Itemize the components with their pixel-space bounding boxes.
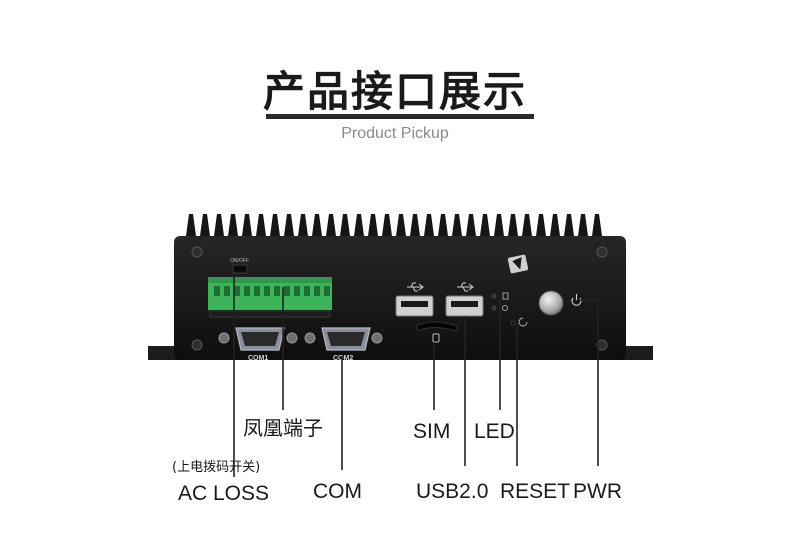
heatsink-fin	[214, 214, 224, 236]
heatsink-fin	[326, 214, 336, 236]
com2-db9-port[interactable]	[304, 327, 383, 351]
heatsink-fin	[480, 214, 490, 236]
callout-ac-loss: AC LOSS	[178, 482, 270, 505]
heatsink-fin	[284, 214, 294, 236]
heatsink-fin	[354, 214, 364, 236]
terminal-slot	[244, 286, 250, 296]
screw-bottom-left	[191, 339, 203, 351]
terminal-slot	[254, 286, 260, 296]
heatsink-fin	[592, 214, 602, 236]
heatsink-fin	[410, 214, 420, 236]
heatsink-fin	[270, 214, 280, 236]
heatsink-fins	[186, 214, 602, 236]
usb-port-1[interactable]	[395, 295, 434, 317]
led-indicators	[491, 292, 509, 311]
phoenix-terminal-block[interactable]	[208, 277, 332, 310]
heatsink-fin	[522, 214, 532, 236]
corner-screws	[191, 246, 608, 351]
screw-bottom-right	[596, 339, 608, 351]
com1-db9-port[interactable]	[218, 327, 298, 351]
heatsink-fin	[312, 214, 322, 236]
sim-card-slot[interactable]	[415, 321, 459, 332]
usb-port-2[interactable]	[445, 295, 484, 317]
title-underline	[266, 114, 534, 119]
page-subtitle: Product Pickup	[341, 125, 449, 142]
led-power-indicator	[491, 293, 497, 299]
callout-phoenix-terminal: 凤凰端子	[243, 416, 323, 440]
switch-label: ON/OFF	[230, 258, 249, 264]
callout-sim: SIM	[413, 420, 451, 443]
heatsink-fin	[508, 214, 518, 236]
terminal-slot	[224, 286, 230, 296]
heatsink-fin	[536, 214, 546, 236]
terminal-marking-strip	[209, 310, 331, 318]
callout-led: LED	[474, 420, 515, 443]
heatsink-fin	[368, 214, 378, 236]
leader-ac-loss	[233, 274, 238, 477]
callout-reset: RESET	[500, 480, 571, 503]
heatsink-fin	[186, 214, 196, 236]
power-on-dip-switch[interactable]	[232, 264, 248, 274]
reset-button[interactable]	[510, 320, 516, 326]
led-bulb-icon	[502, 305, 508, 311]
heatsink-fin	[200, 214, 210, 236]
terminal-slot	[264, 286, 270, 296]
heatsink-fin	[298, 214, 308, 236]
heatsink-fin	[340, 214, 350, 236]
reset-icon	[518, 317, 528, 327]
heatsink-fin	[466, 214, 476, 236]
power-button[interactable]	[538, 290, 564, 316]
sim-card-icon	[432, 333, 440, 343]
terminal-slot	[294, 286, 300, 296]
heatsink-fin	[382, 214, 392, 236]
heatsink-fin	[424, 214, 434, 236]
com1-label: COM1	[248, 355, 268, 362]
terminal-slot	[274, 286, 280, 296]
led-hdd-icon	[502, 292, 509, 300]
terminal-slot	[214, 286, 220, 296]
heatsink-fin	[564, 214, 574, 236]
heatsink-fin	[438, 214, 448, 236]
heatsink-fin	[396, 214, 406, 236]
page-title: 产品接口展示	[262, 67, 527, 116]
heatsink-fin	[228, 214, 238, 236]
terminal-slot	[284, 286, 290, 296]
callout-power-on-switch: (上电拨码开关)	[172, 460, 261, 475]
heatsink-fin	[452, 214, 462, 236]
usb-icon	[407, 282, 474, 292]
terminal-slot	[324, 286, 330, 296]
led-status-indicator	[491, 305, 497, 311]
heatsink-fin	[242, 214, 252, 236]
terminal-slot	[234, 286, 240, 296]
terminal-slot	[304, 286, 310, 296]
terminal-screw-slots	[214, 286, 330, 296]
leader-pwr	[578, 299, 599, 466]
terminal-slot	[314, 286, 320, 296]
com2-label: COM2	[333, 355, 353, 362]
callout-com: COM	[313, 480, 362, 503]
callout-usb: USB2.0	[416, 480, 489, 503]
screw-top-left	[191, 246, 203, 258]
brand-logo	[507, 254, 529, 274]
heatsink-fin	[494, 214, 504, 236]
screw-top-right	[596, 246, 608, 258]
leader-lines	[233, 274, 599, 477]
heatsink-fin	[256, 214, 266, 236]
heatsink-fin	[578, 214, 588, 236]
callout-pwr: PWR	[573, 480, 622, 503]
heatsink-fin	[550, 214, 560, 236]
